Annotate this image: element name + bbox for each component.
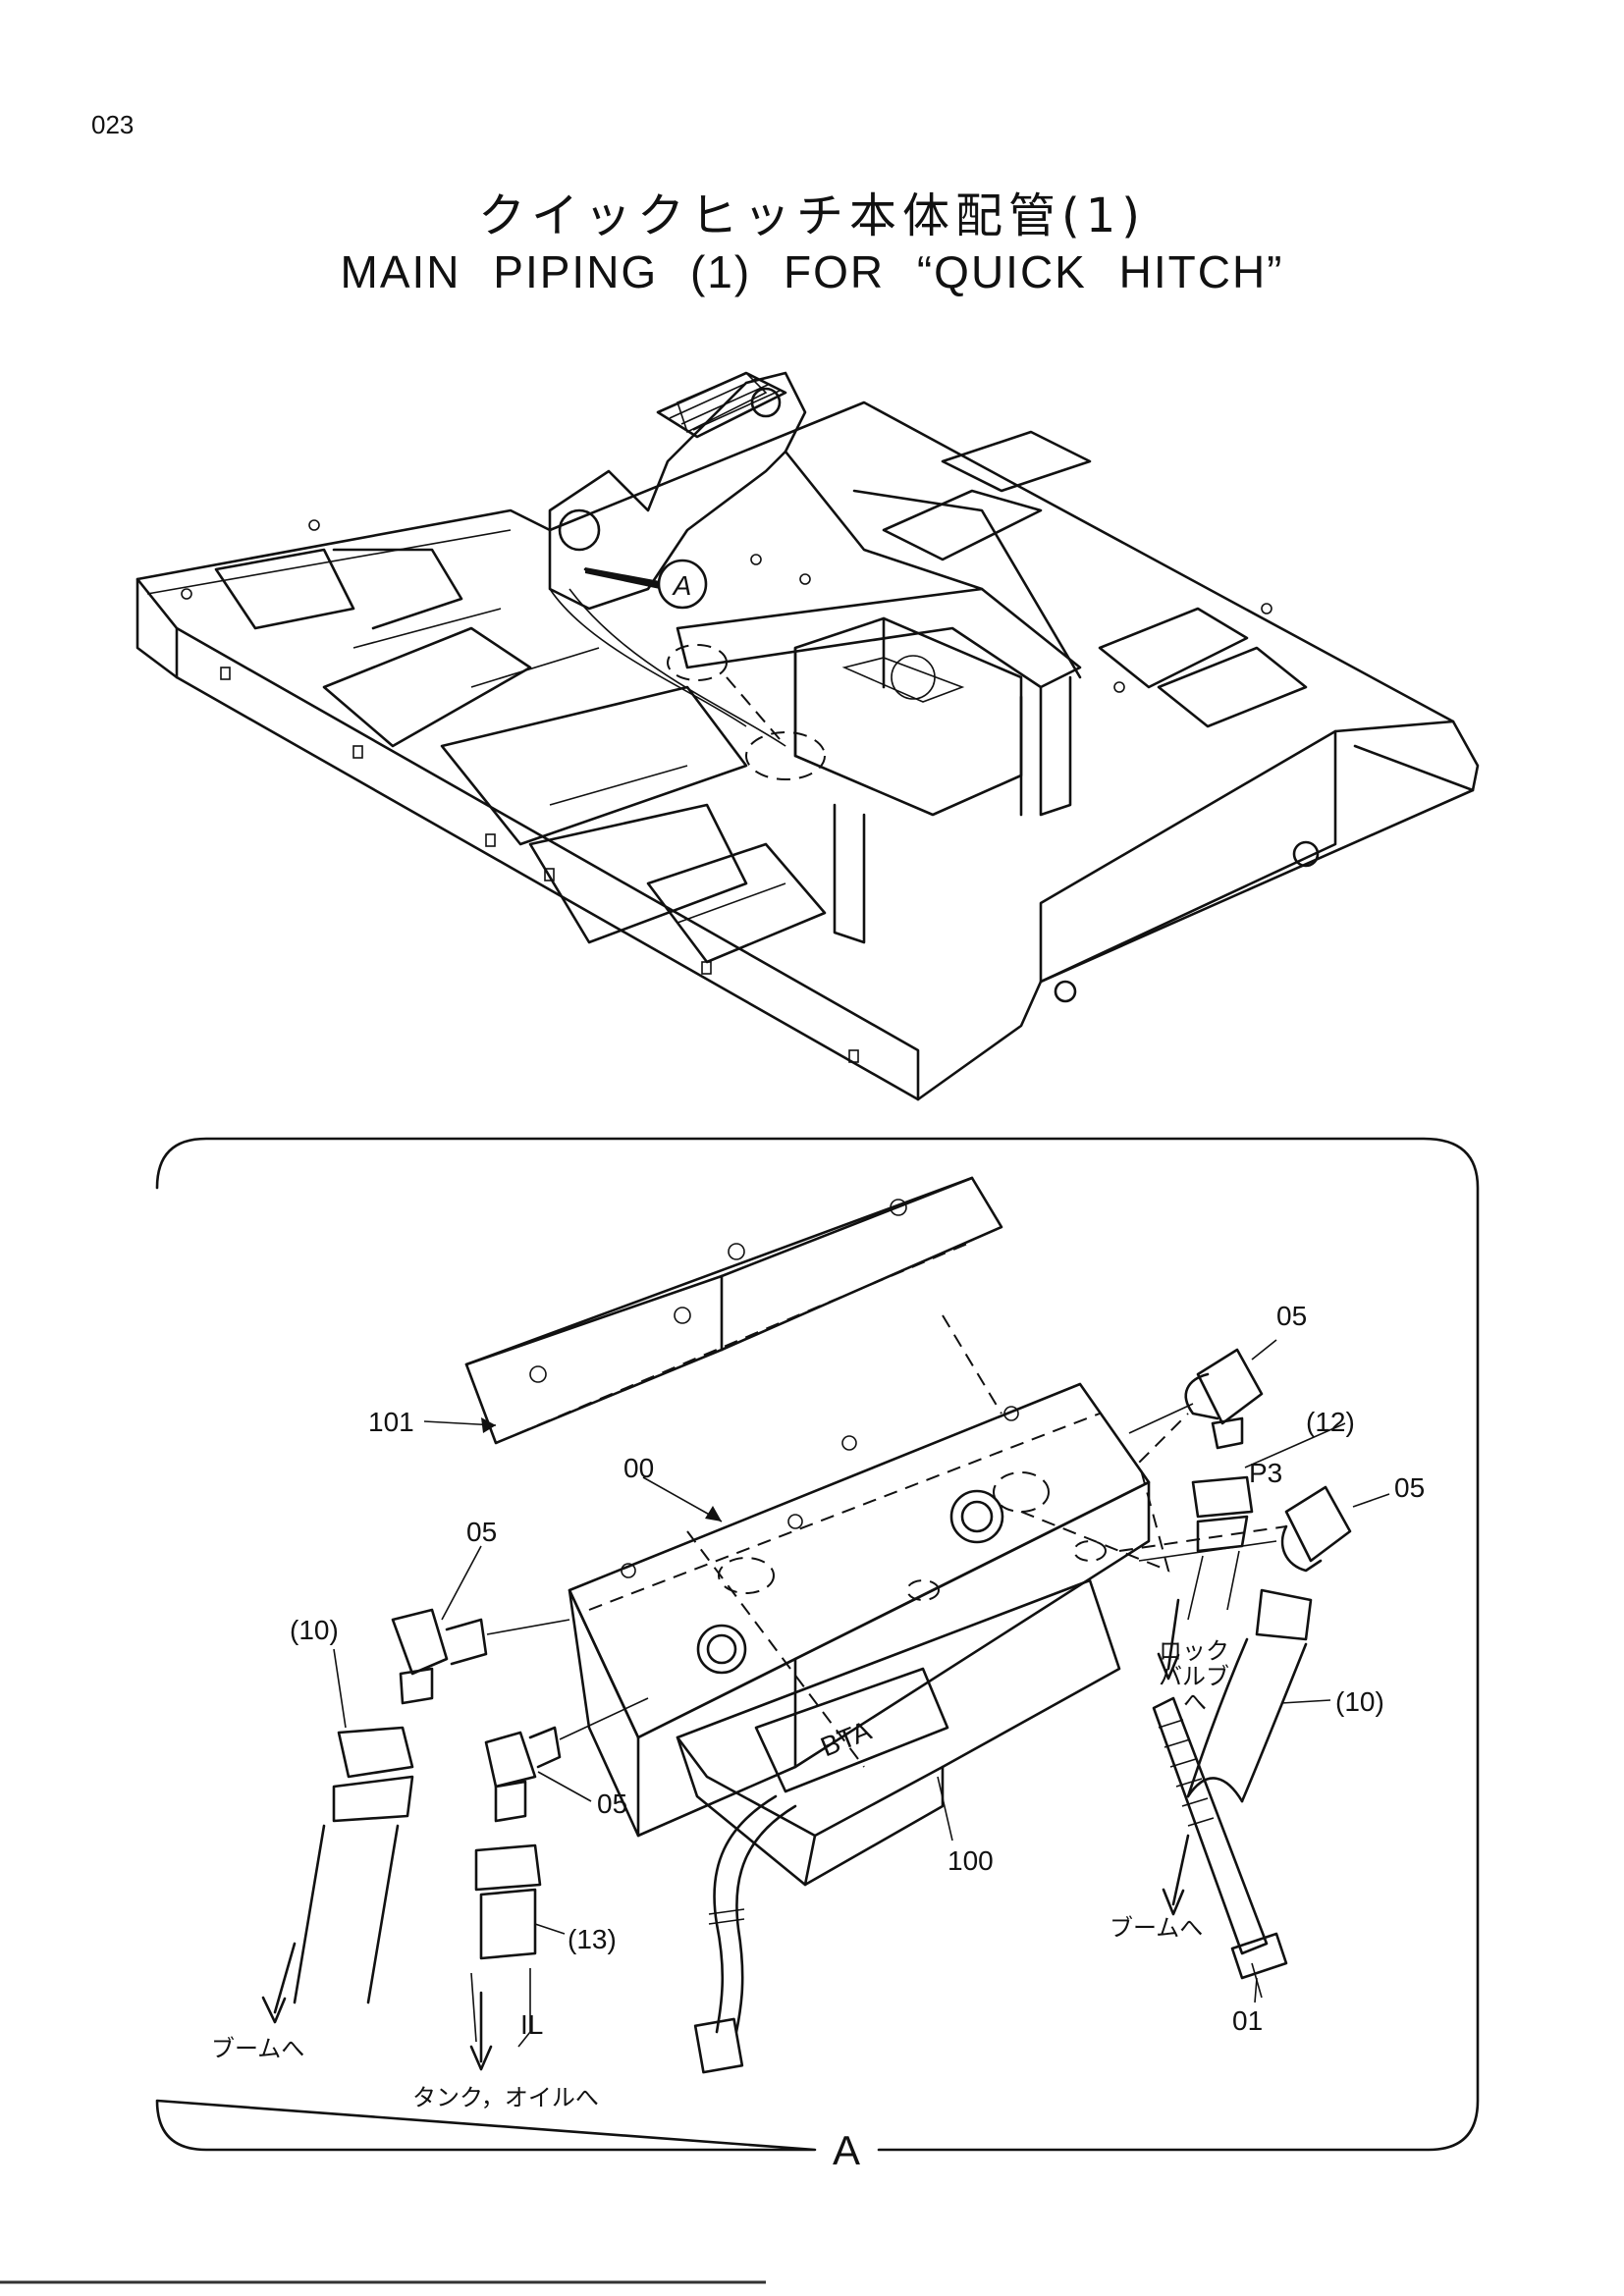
page-number: 023 [91, 110, 135, 139]
detail-view-label: A [833, 2127, 860, 2173]
label-05-mid: 05 [597, 1789, 627, 1819]
cover-plate-101 [464, 1176, 1003, 1445]
note-to-lock-valve-1: ロック [1159, 1637, 1229, 1665]
label-05-top: 05 [1276, 1301, 1307, 1331]
label-10-left: (10) [290, 1615, 339, 1645]
part-labels: 101 00 05 (12) P3 05 05 (10) 05 (10) 100… [290, 1301, 1425, 2040]
pipe-01 [1152, 1696, 1288, 2003]
elbow-fitting-05-mid [484, 1697, 649, 1823]
note-to-boom-right: ブームへ [1110, 1914, 1203, 1942]
note-to-lock-valve-2: バルブ [1159, 1663, 1229, 1690]
label-01: 01 [1232, 2005, 1263, 2036]
page-title-english: MAIN PIPING (1) FOR “QUICK HITCH” [340, 246, 1284, 297]
note-to-tank-oil: タンク，オイルへ [412, 2084, 599, 2111]
hose-10-left [261, 1726, 414, 2024]
label-101: 101 [368, 1407, 414, 1437]
label-p3: P3 [1249, 1458, 1282, 1488]
label-13: (13) [568, 1924, 617, 1954]
label-05-right: 05 [1394, 1472, 1425, 1503]
elbow-fitting-05-right [1138, 1485, 1352, 1573]
nameplate-text: BTA [816, 1715, 875, 1762]
detail-view-frame [155, 1137, 1480, 2152]
callout-a-label: A [672, 570, 692, 601]
note-to-lock-valve-3: へ [1183, 1688, 1207, 1716]
label-00: 00 [623, 1453, 654, 1483]
label-12: (12) [1306, 1407, 1355, 1437]
hose-13 [469, 1843, 542, 2071]
destination-notes: ブームへ タンク，オイルへ ロック バルブ へ ブームへ [211, 1637, 1229, 2111]
page-title-japanese: クイックヒッチ本体配管(1) [478, 188, 1146, 243]
label-05-left: 05 [466, 1517, 497, 1547]
note-to-boom-left: ブームへ [211, 2035, 304, 2062]
leader-lines [333, 1339, 1390, 1999]
valve-block-00 [568, 1382, 1151, 1838]
label-10-right: (10) [1335, 1686, 1384, 1717]
hose-10-right [1186, 1588, 1313, 1803]
detail-callout-a: A [583, 559, 708, 610]
label-100: 100 [947, 1845, 994, 1876]
main-frame-drawing [135, 371, 1480, 1101]
elbow-fitting-05-top [1128, 1348, 1264, 1450]
label-il: IL [520, 2009, 543, 2040]
elbow-fitting-05-left [391, 1608, 570, 1705]
